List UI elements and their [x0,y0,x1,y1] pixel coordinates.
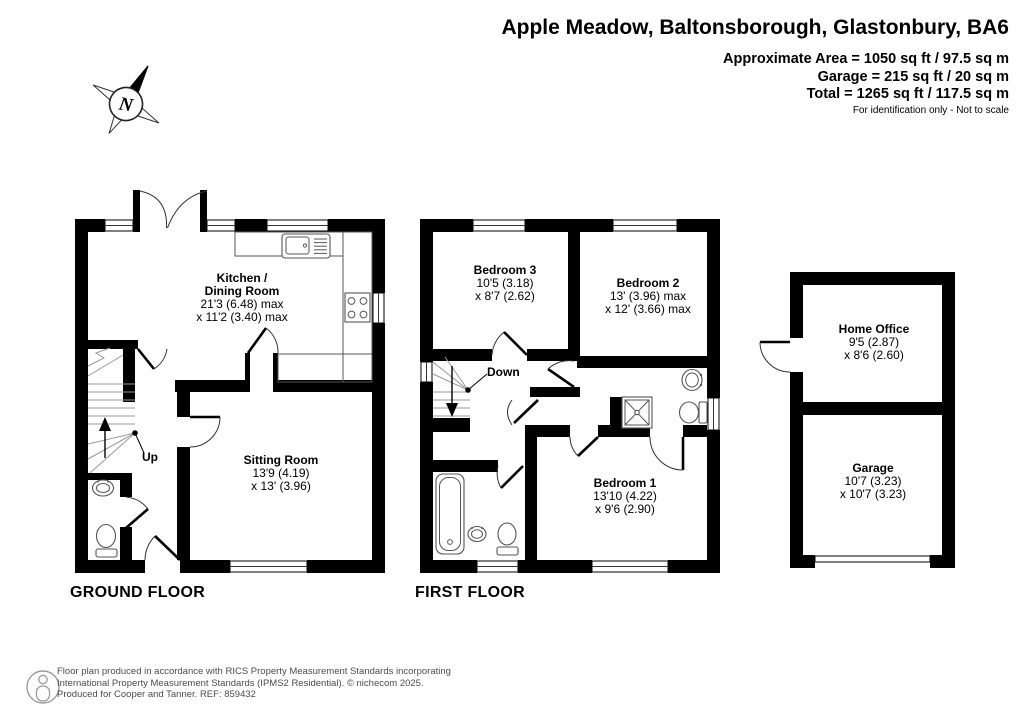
french-door-arc [139,190,208,229]
garage-plan [759,272,955,568]
toilet-icon [678,401,708,424]
ground-floor-walls [75,190,385,573]
ground-floor-plan [75,190,385,573]
stairs-up-label: Up [142,450,158,464]
compass-icon: N [92,65,160,134]
door-arc [189,415,221,448]
footer-line-2: International Property Measurement Stand… [57,677,424,689]
door-arc [547,360,575,389]
door-arc [491,331,528,356]
approximate-area-line: Approximate Area = 1050 sq ft / 97.5 sq … [723,51,1009,67]
room-label-bedroom-3: Bedroom 3 10'5 (3.18) x 8'7 (2.62) [473,263,537,303]
garage-door [814,555,931,563]
door-arc [759,340,791,373]
cupboard-door [507,399,539,426]
door-arc [569,436,599,457]
front-door-arc [144,535,181,561]
door-arc [246,327,279,354]
first-floor-walls [420,219,720,573]
room-label-home-office: Home Office 9'5 (2.87) x 8'6 (2.60) [838,322,910,362]
room-label-bedroom-1: Bedroom 1 13'10 (4.22) x 9'6 (2.90) [593,476,657,516]
door-arc [649,436,685,471]
footer-line-3: Produced for Cooper and Tanner. REF: 859… [57,689,256,700]
basin-icon [467,525,487,543]
garage-area-line: Garage = 215 sq ft / 20 sq m [817,68,1009,85]
bath-icon [435,473,465,555]
footer-line-1: Floor plan produced in accordance with R… [57,666,451,677]
page-title: Apple Meadow, Baltonsborough, Glastonbur… [501,16,1009,39]
area-summary: Approximate Area = 1050 sq ft / 97.5 sq … [723,51,1009,104]
first-floor-title: FIRST FLOOR [415,584,525,601]
stairs-up-icon [87,347,145,474]
kitchen-sink-icon [281,233,331,259]
hob-icon [344,292,371,323]
disclaimer-text: For identification only - Not to scale [852,105,1009,116]
compass-north-label: N [116,93,135,116]
total-area-line: Total = 1265 sq ft / 117.5 sq m [806,86,1009,102]
room-label-kitchen-dining: Kitchen / Dining Room 21'3 (6.48) max x … [196,271,288,324]
footer-text: Floor plan produced in accordance with R… [57,666,451,701]
room-label-sitting-room: Sitting Room 13'9 (4.19) x 13' (3.96) [243,453,319,493]
room-label-garage: Garage 10'7 (3.23) x 10'7 (3.23) [839,461,907,501]
nichecom-logo-icon [26,670,60,704]
first-floor-plan [420,219,720,573]
stairs-down-label: Down [487,365,520,379]
basin-icon [91,479,115,497]
toilet-icon [95,523,118,558]
stairs-down-icon [432,356,488,417]
ground-floor-windows [104,219,385,573]
shower-icon [621,396,653,429]
door-arc [136,348,168,370]
door-arc [125,496,149,529]
door-arc [496,465,524,489]
garage-walls [790,272,955,568]
basin-icon [681,368,703,392]
ground-floor-title: GROUND FLOOR [70,584,206,601]
first-floor-windows [420,219,720,573]
toilet-icon [496,522,519,556]
room-label-bedroom-2: Bedroom 2 13' (3.96) max x 12' (3.66) ma… [605,276,691,316]
